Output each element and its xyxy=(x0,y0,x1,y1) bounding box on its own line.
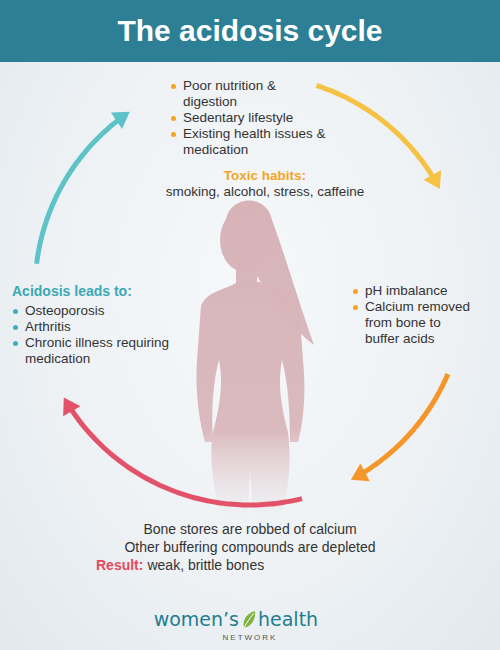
text-line: smoking, alcohol, stress, caffeine xyxy=(124,184,406,200)
title: The acidosis cycle xyxy=(0,0,500,62)
logo-text: health xyxy=(258,608,318,630)
silhouette xyxy=(196,200,314,522)
bullet-item: Existing health issues & medication xyxy=(170,126,333,158)
bullet-item: Calcium removed from bone to buffer acid… xyxy=(352,299,477,347)
title-text: The acidosis cycle xyxy=(0,0,500,62)
bullet-item: Sedentary lifestyle xyxy=(170,110,333,126)
arrowhead xyxy=(423,170,441,189)
text-line: Other buffering compounds are depleted xyxy=(96,538,404,556)
text-group: pH imbalanceCalcium removed from bone to… xyxy=(352,283,492,347)
cycle-arrow xyxy=(351,374,448,481)
bullet-item: pH imbalance xyxy=(352,283,490,299)
arrowhead xyxy=(63,398,80,417)
text-group: Poor nutrition & digestionSedentary life… xyxy=(124,78,406,200)
logo-subtext: NETWORK xyxy=(0,633,500,642)
text-line: weak, brittle bones xyxy=(147,557,264,573)
arc-line xyxy=(316,86,432,177)
arc-line xyxy=(71,409,302,505)
bullet-item: Chronic illness requiring medication xyxy=(12,335,175,367)
text-group: Acidosis leads to: OsteoporosisArthritisC… xyxy=(12,282,197,367)
text-line: Toxic habits: xyxy=(124,168,406,184)
text-line: Acidosis leads to: xyxy=(12,282,197,300)
cycle-arrow xyxy=(316,86,441,190)
text-line: Result: xyxy=(96,557,143,573)
cycle-arrow xyxy=(63,398,302,506)
arc-line xyxy=(363,374,448,473)
arc-line xyxy=(37,120,119,264)
arrowhead xyxy=(351,463,370,481)
logo-text: women’s xyxy=(154,608,239,630)
bullet-item: Arthritis xyxy=(12,319,197,335)
text-group: Bone stores are robbed of calciumOther b… xyxy=(96,520,404,574)
text-line: Bone stores are robbed of calcium xyxy=(96,520,404,538)
leaf-logo xyxy=(241,610,257,630)
bullet-item: Poor nutrition & digestion xyxy=(170,78,333,110)
bullet-item: Osteoporosis xyxy=(12,303,197,319)
cycle-arrow xyxy=(37,112,130,264)
arrowhead xyxy=(111,112,130,129)
